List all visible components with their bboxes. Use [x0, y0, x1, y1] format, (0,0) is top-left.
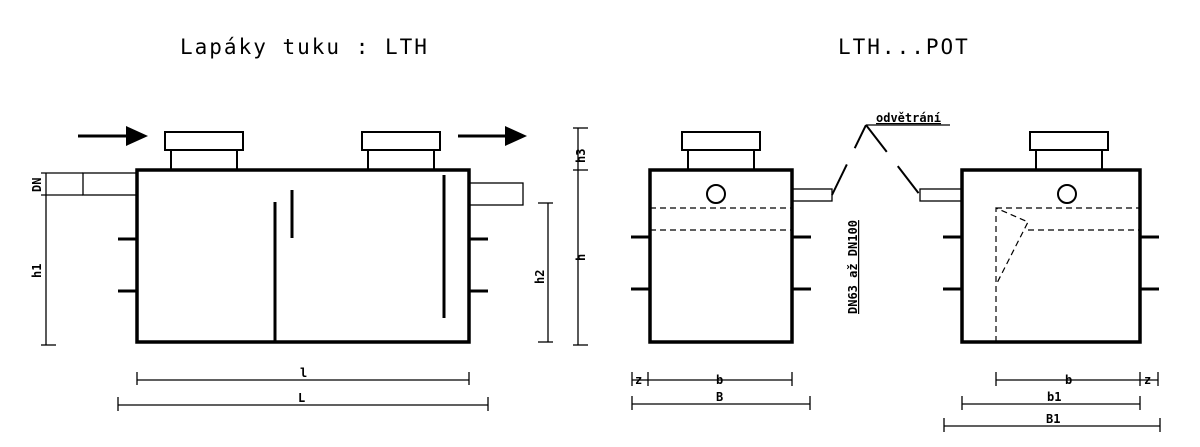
inlet-pipe [82, 172, 138, 196]
label-b1-upper: B1 [1046, 412, 1060, 426]
label-b1: b1 [1047, 390, 1061, 404]
title-left: Lapáky tuku : LTH [180, 35, 429, 59]
access-shaft-right [361, 131, 441, 171]
label-h3: h3 [574, 149, 588, 163]
pipe-opening-b [1057, 184, 1077, 204]
title-right: LTH...POT [838, 35, 970, 59]
label-b-left: b [716, 373, 723, 387]
dim-h: h [573, 170, 588, 346]
flow-arrow-in [78, 126, 148, 146]
dim-h2: h2 [533, 202, 553, 343]
dim-l-outer: L [117, 391, 489, 411]
longitudinal-section: DN h1 h2 l L [30, 126, 553, 411]
label-l-outer: L [298, 391, 305, 405]
label-dn: DN [30, 178, 44, 192]
dim-h1: h1 [30, 195, 56, 346]
access-shaft-left [164, 131, 244, 171]
label-h2: h2 [533, 270, 547, 284]
flow-arrow-out [458, 126, 527, 146]
label-pipe-range: DN63 až DN100 [846, 220, 860, 314]
pipe-opening-a [706, 184, 726, 204]
label-z-right: z [1144, 373, 1151, 387]
label-h: h [574, 254, 588, 261]
tank-body-left [135, 168, 471, 344]
label-b-upper-left: B [716, 390, 723, 404]
vent-pipe: odvětrání DN63 až DN100 [831, 111, 950, 314]
label-b-right: b [1065, 373, 1072, 387]
dim-l-inner: l [136, 366, 470, 385]
label-vent: odvětrání [876, 111, 941, 125]
cross-section-b: b z b1 B1 [919, 131, 1161, 432]
label-h1: h1 [30, 264, 44, 278]
label-z-left: z [635, 373, 642, 387]
outlet-pipe [468, 182, 524, 206]
dim-dn: DN [30, 172, 83, 196]
label-l-inner: l [300, 366, 307, 380]
dim-h3: h3 [573, 127, 588, 171]
cross-section-a: h3 h z b [573, 127, 833, 410]
